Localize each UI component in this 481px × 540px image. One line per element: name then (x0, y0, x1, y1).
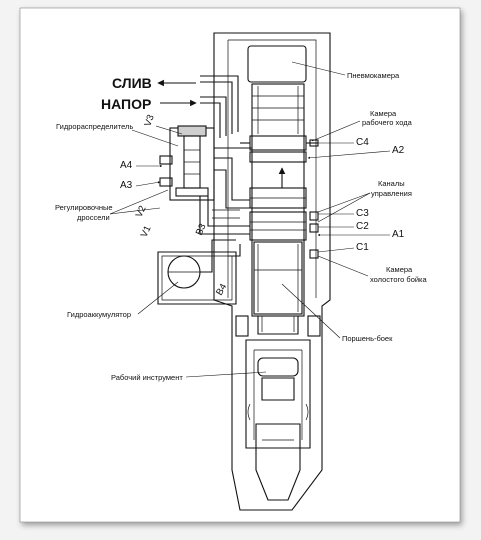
flow-drain: СЛИВ (112, 75, 196, 91)
label-work-stroke-chamber: Камера рабочего хода (311, 109, 413, 142)
port-c3: C3 (356, 208, 369, 219)
pneumo-chamber-text: Пневмокамера (347, 71, 400, 80)
port-c4: C4 (356, 137, 369, 148)
label-control-channels: Каналы управления (317, 179, 412, 223)
label-throttles: Регулировочные дроссели (55, 189, 169, 222)
throttles-line2: дроссели (77, 213, 110, 222)
flow-pressure: НАПОР (101, 96, 197, 112)
diagram-card (19, 7, 461, 523)
ports-right-upper: C4 A2 (307, 137, 405, 160)
idle-chamber-line2: холостого бойка (370, 275, 428, 284)
label-idle-chamber: Камера холостого бойка (317, 255, 428, 284)
drain-label: СЛИВ (112, 75, 152, 91)
port-c2: C2 (356, 221, 369, 232)
port-a3: A3 (120, 180, 133, 191)
label-piston: Поршень-боек (281, 283, 393, 343)
throttles-line1: Регулировочные (55, 203, 113, 212)
port-v2: V2 (134, 204, 149, 219)
hydraulic-block (157, 75, 252, 305)
idle-chamber-line1: Камера (386, 265, 413, 274)
port-a1: A1 (392, 229, 405, 240)
port-c1: C1 (356, 242, 369, 253)
label-hydro-distributor: Гидрораспределитель (56, 122, 179, 147)
control-channels-line2: управления (371, 189, 412, 198)
label-tool: Рабочий инструмент (111, 371, 267, 382)
port-b4: B4 (214, 282, 229, 298)
port-a2: A2 (392, 145, 405, 156)
work-stroke-chamber-line2: рабочего хода (362, 118, 413, 127)
port-a4: A4 (120, 160, 133, 171)
tool-text: Рабочий инструмент (111, 373, 183, 382)
ports-left: V3 A4 A3 V2 V1 B3 B4 (120, 113, 229, 297)
hydro-distributor-text: Гидрораспределитель (56, 122, 133, 131)
port-b3: B3 (194, 222, 209, 237)
port-v3: V3 (142, 113, 156, 128)
accumulator-text: Гидроаккумулятор (67, 310, 131, 319)
piston-text: Поршень-боек (342, 334, 393, 343)
label-pneumo-chamber: Пневмокамера (291, 61, 400, 80)
work-stroke-chamber-line1: Камера (370, 109, 397, 118)
port-v1: V1 (139, 224, 154, 239)
pressure-label: НАПОР (101, 96, 151, 112)
label-accumulator: Гидроаккумулятор (67, 281, 179, 319)
ports-right-lower: C3 C2 A1 C1 (317, 208, 405, 253)
control-channels-line1: Каналы (378, 179, 405, 188)
